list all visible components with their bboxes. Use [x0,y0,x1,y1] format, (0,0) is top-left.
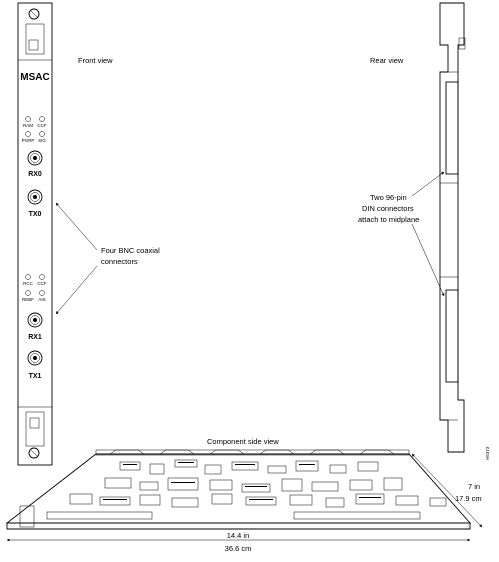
rear-view [439,2,466,453]
port-label: RX0 [28,171,42,178]
port-label: RX1 [28,334,42,341]
bnc-callout-line-1: Four BNC coaxial [101,246,160,255]
length-cm: 36.6 cm [225,544,252,553]
ejector-latch [25,23,45,55]
callout-arrow [411,223,445,297]
led-icon [39,116,45,122]
din-callout-line-1: Two 96-pin [370,193,407,202]
rear-view-outline [439,2,465,453]
din-callout-line-2: DIN connectors [362,204,414,213]
din-connector [445,289,459,383]
led-icon [25,131,31,137]
led-icon [25,116,31,122]
width-in: 7 in [468,482,480,491]
bnc-connector-icon [27,150,43,166]
din-connector [46,511,153,520]
callout-arrow [55,265,98,315]
card-name: MSAC [20,72,49,83]
led-label: CCF [37,123,46,128]
figure-id: H5373 [485,446,490,460]
bnc-callout-line-2: connectors [101,257,138,266]
screw-icon [28,447,40,459]
width-cm: 17.9 cm [455,494,482,503]
led-icon [39,274,45,280]
front-view-label: Front view [78,56,113,65]
led-label: CCF [37,281,46,286]
bnc-connector-icon [27,189,43,205]
led-label: RCC [23,281,33,286]
din-connector [445,81,459,175]
component-view-label: Component side view [207,437,279,446]
led-label: PGRP [22,138,35,143]
length-in: 14.4 in [227,531,250,540]
screw-icon [28,8,40,20]
bnc-connector-icon [27,312,43,328]
led-icon [39,131,45,137]
rear-view-label: Rear view [370,56,404,65]
port-label: TX1 [29,373,42,380]
front-panel: MSAC RAM CCF PGRP SIG RX0 TX0 RCC CCF RE… [17,2,53,466]
led-label: REBF [22,297,34,302]
component-side-view [5,449,471,530]
port-label: TX0 [29,211,42,218]
led-icon [25,274,31,280]
led-icon [25,290,31,296]
ejector-latch [25,411,45,447]
led-icon [39,290,45,296]
dimension-line [411,453,483,528]
led-label: SIG [38,138,46,143]
bnc-connector-icon [27,350,43,366]
led-label: AIS [38,297,45,302]
callout-arrow [55,202,98,251]
led-label: RAM [23,123,33,128]
din-callout-line-3: attach to midplane [358,215,419,224]
din-connector [293,511,421,520]
callout-arrow [411,171,445,197]
front-panel-outline [17,2,53,466]
